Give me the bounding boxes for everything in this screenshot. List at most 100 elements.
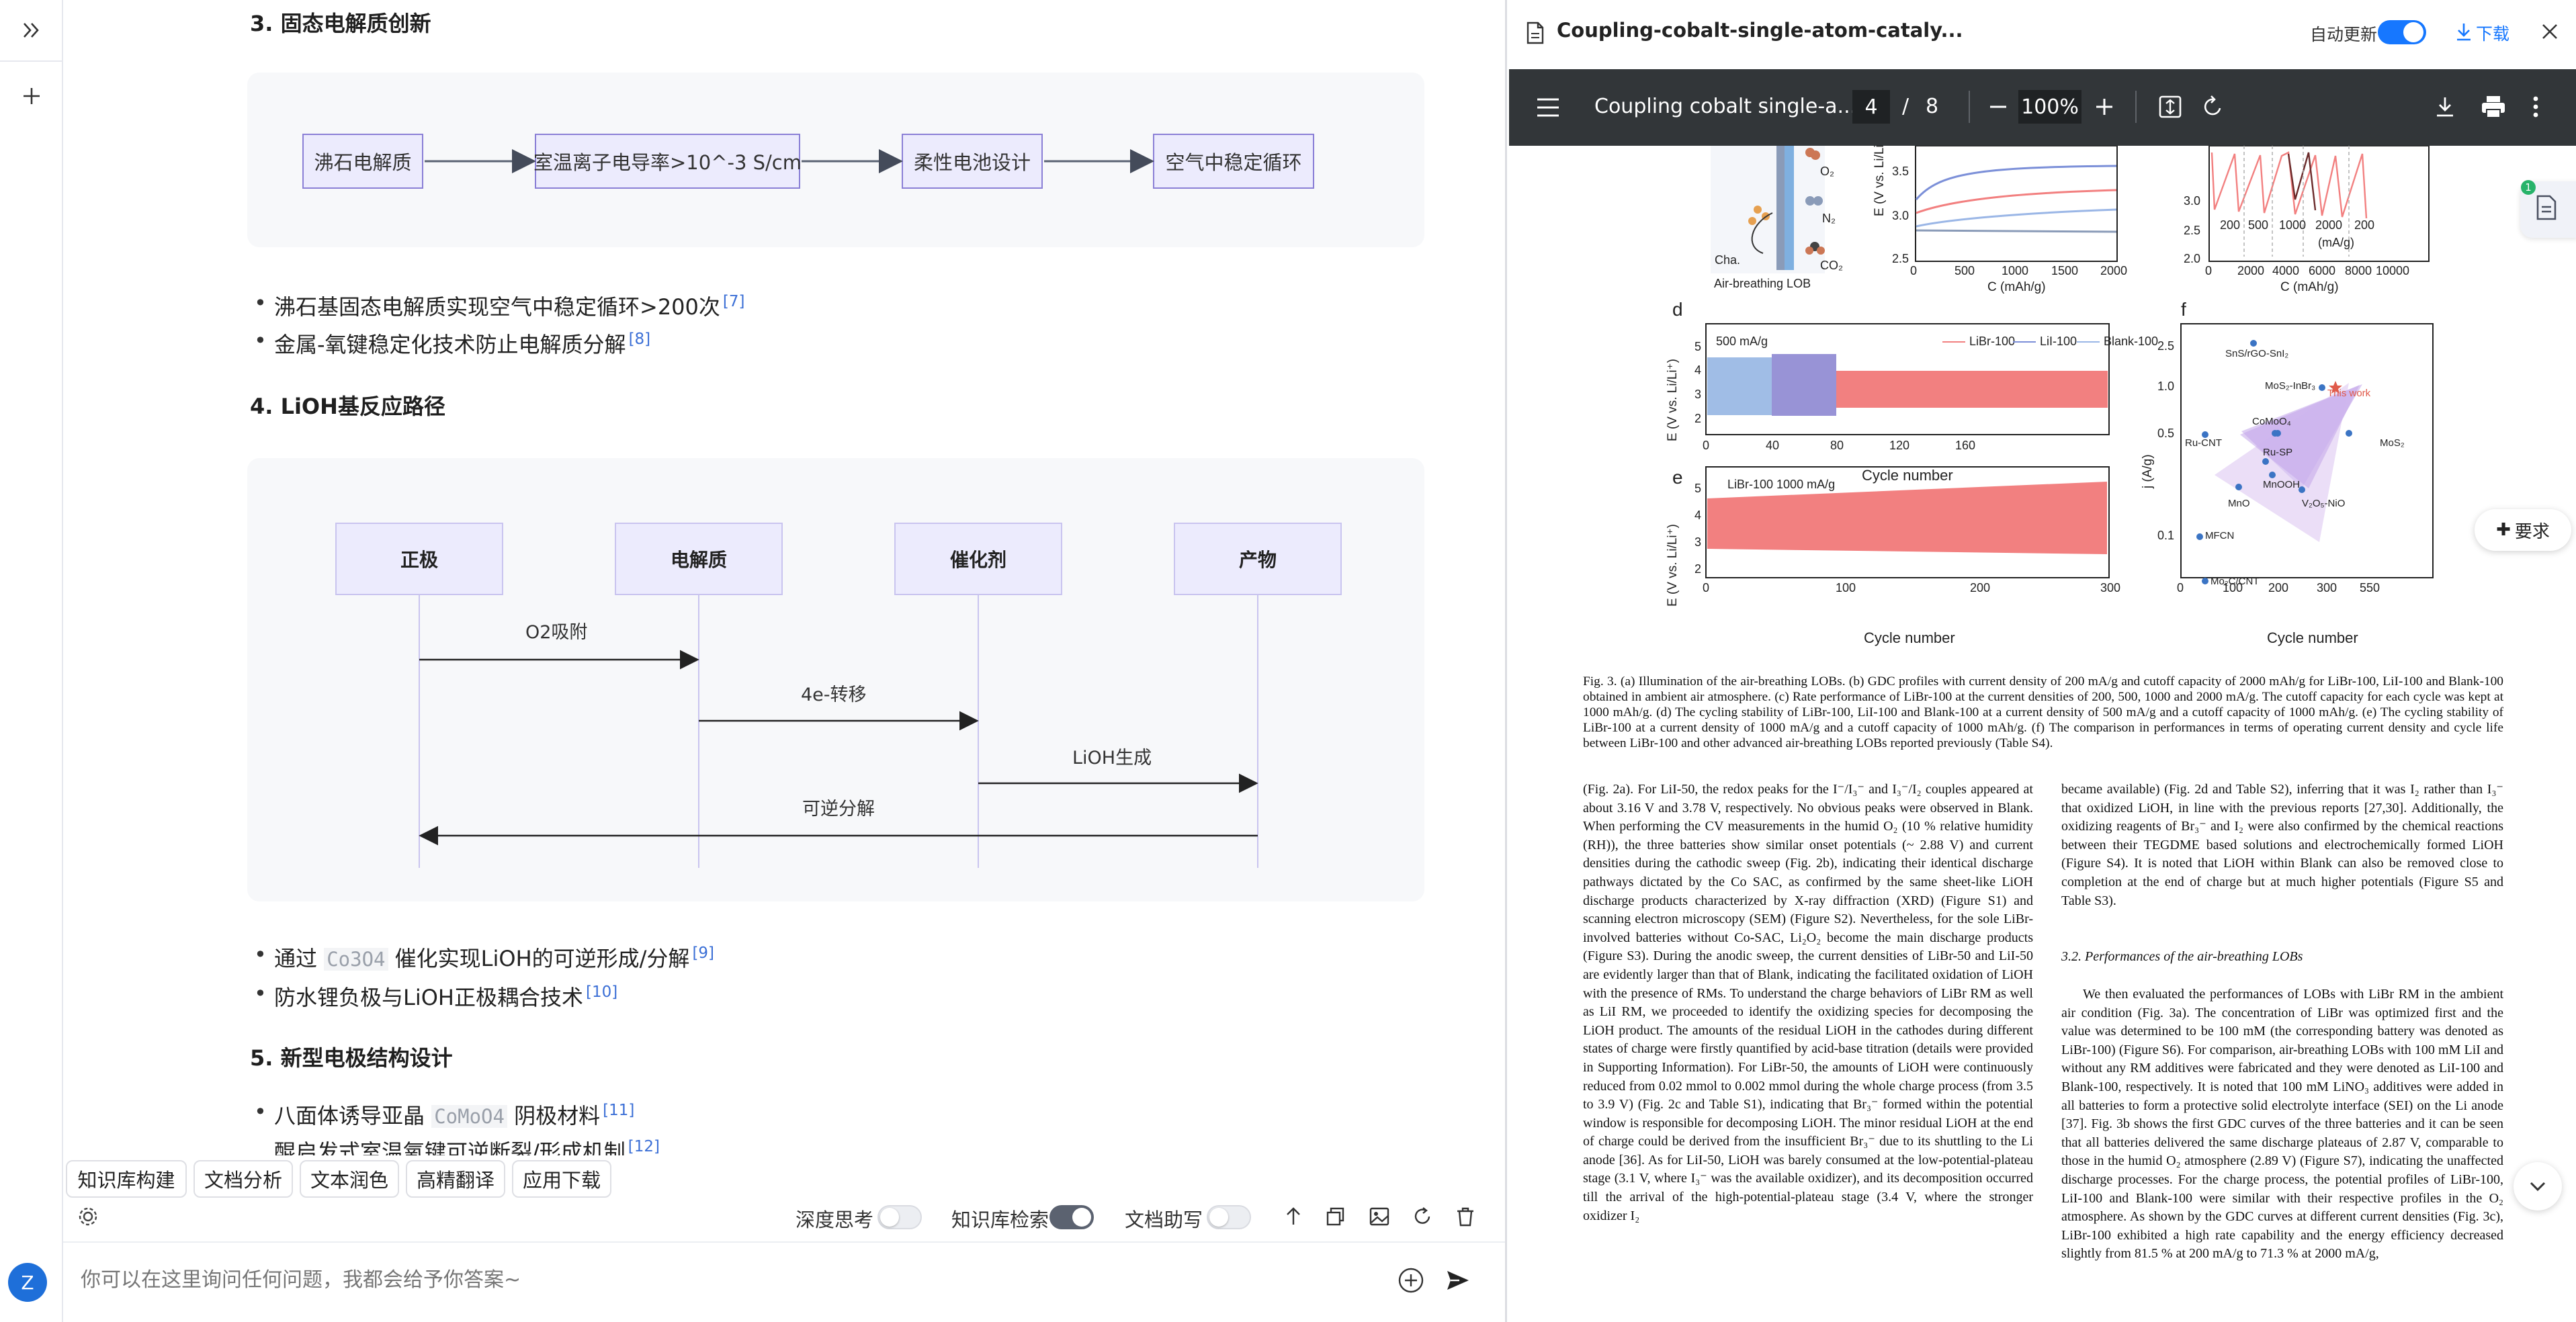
zoom-level[interactable]: 100% bbox=[2018, 90, 2081, 124]
e-ytick: 4 bbox=[1694, 509, 1702, 522]
b-xtick: 2000 bbox=[2100, 264, 2128, 277]
label-co2: CO₂ bbox=[1820, 259, 1843, 272]
pdf-page: O₂ N₂ CO₂ Cha. Air-breathing LOB E (V vs… bbox=[1509, 146, 2576, 1322]
rotate-icon[interactable] bbox=[2201, 95, 2225, 119]
toggle-label-deep-think: 深度思考 bbox=[796, 1208, 874, 1231]
c-xtick: 4000 bbox=[2272, 264, 2300, 277]
download-icon[interactable] bbox=[2454, 21, 2473, 42]
close-icon[interactable] bbox=[2540, 21, 2560, 42]
d-legend-lii: LiI-100 bbox=[2013, 335, 2077, 349]
left-rail: Z bbox=[0, 0, 63, 1322]
citation-link[interactable]: [11] bbox=[603, 1102, 635, 1120]
f-ytick: 0.1 bbox=[2157, 529, 2175, 542]
double-chevron-right-icon[interactable] bbox=[13, 12, 50, 48]
pdf-title: Coupling cobalt single-a... bbox=[1594, 95, 1857, 118]
flow-node-4: 空气中稳定循环 bbox=[1153, 134, 1314, 189]
section-heading-4: 4. LiOH基反应路径 bbox=[250, 394, 445, 419]
request-button[interactable]: ✚要求 bbox=[2475, 509, 2571, 551]
more-vert-icon[interactable] bbox=[2530, 95, 2541, 119]
page-separator: / bbox=[1902, 95, 1909, 118]
sequence-lines bbox=[419, 591, 1258, 868]
send-icon[interactable] bbox=[1445, 1267, 1471, 1294]
d-xtick: 80 bbox=[1830, 439, 1844, 452]
label-n2: N₂ bbox=[1822, 212, 1836, 225]
body-column-left: (Fig. 2a). For LiI-50, the redox peaks f… bbox=[1583, 782, 2033, 1223]
page-number-input[interactable]: 4 bbox=[1852, 90, 1890, 124]
e-xlabel: Cycle number bbox=[1864, 629, 1955, 646]
menu-icon[interactable] bbox=[1536, 96, 1560, 119]
auto-update-toggle[interactable] bbox=[2378, 20, 2426, 44]
chip-polish[interactable]: 文本润色 bbox=[300, 1160, 399, 1198]
chip-doc-analysis[interactable]: 文档分析 bbox=[194, 1160, 293, 1198]
deep-think-toggle[interactable] bbox=[877, 1205, 922, 1229]
chip-knowledge-build[interactable]: 知识库构建 bbox=[66, 1160, 187, 1198]
flow-node-1: 沸石电解质 bbox=[302, 134, 423, 189]
toggle-label-kb-search: 知识库检索 bbox=[951, 1208, 1049, 1231]
chip-app-download[interactable]: 应用下载 bbox=[512, 1160, 611, 1198]
e-label: LiBr-100 1000 mA/g bbox=[1727, 478, 1836, 491]
citation-link[interactable]: [9] bbox=[692, 944, 715, 963]
message-label: O2吸附 bbox=[525, 622, 588, 643]
screenshot-icon[interactable] bbox=[1325, 1205, 1348, 1228]
d-ylabel: E (V vs. Li/Li⁺) bbox=[1666, 359, 1680, 441]
panel-e-letter: e bbox=[1672, 467, 1683, 488]
settings-icon[interactable] bbox=[77, 1205, 99, 1228]
e-ylabel: E (V vs. Li/Li⁺) bbox=[1666, 524, 1680, 607]
label-air-breathing: Air-breathing LOB bbox=[1714, 277, 1811, 290]
b-xlabel: C (mAh/g) bbox=[1987, 280, 2046, 294]
citation-link[interactable]: [10] bbox=[585, 983, 618, 1002]
message-label: LiOH生成 bbox=[1072, 748, 1152, 768]
f-ytick: 0.5 bbox=[2157, 427, 2175, 440]
page-total: 8 bbox=[1926, 95, 1939, 118]
e-ytick: 3 bbox=[1694, 535, 1702, 549]
f-xlabel: Cycle number bbox=[2267, 629, 2358, 646]
zoom-in-icon[interactable] bbox=[2094, 96, 2115, 118]
d-ytick: 4 bbox=[1694, 363, 1702, 377]
list-item: 沸石基固态电解质实现空气中稳定循环>200次[7] bbox=[254, 290, 745, 321]
document-panel: Coupling-cobalt-single-atom-cataly... 自动… bbox=[1505, 0, 2576, 1322]
flow-arrows bbox=[425, 149, 1154, 173]
add-circle-icon[interactable] bbox=[1398, 1267, 1424, 1294]
f-xtick: 0 bbox=[2177, 581, 2184, 594]
chip-translate[interactable]: 高精翻译 bbox=[406, 1160, 505, 1198]
image-icon[interactable] bbox=[1368, 1205, 1391, 1228]
body-column-right-top: became available) (Fig. 2d and Table S2)… bbox=[2061, 782, 2503, 908]
f-point-label: MoS₂ bbox=[2380, 437, 2405, 449]
arrow-up-icon[interactable] bbox=[1282, 1205, 1305, 1228]
citation-link[interactable]: [12] bbox=[628, 1138, 660, 1155]
c-xtick: 10000 bbox=[2376, 264, 2410, 277]
doc-assist-toggle[interactable] bbox=[1207, 1205, 1251, 1229]
print-icon[interactable] bbox=[2481, 95, 2506, 119]
b-ytick: 2.5 bbox=[1892, 252, 1909, 265]
c-rate: 2000 bbox=[2315, 218, 2343, 232]
d-legend-libr: LiBr-100 bbox=[1942, 335, 2015, 349]
lane-catalyst: 催化剂 bbox=[894, 523, 1062, 595]
input-divider bbox=[63, 1241, 1505, 1243]
fit-page-icon[interactable] bbox=[2158, 95, 2182, 119]
c-ytick: 3.0 bbox=[2184, 194, 2201, 208]
zoom-out-icon[interactable] bbox=[1987, 96, 2009, 118]
d-ytick: 5 bbox=[1694, 340, 1702, 353]
citation-link[interactable]: [8] bbox=[628, 330, 651, 349]
flowchart-card: 沸石电解质 室温离子电导率>10^-3 S/cm 柔性电池设计 空气中稳定循环 bbox=[247, 73, 1424, 247]
f-xtick: 550 bbox=[2360, 581, 2380, 594]
kb-search-toggle[interactable] bbox=[1049, 1205, 1094, 1229]
plus-icon[interactable] bbox=[13, 78, 50, 114]
f-point-label: This work bbox=[2327, 388, 2371, 399]
document-icon bbox=[1526, 21, 1545, 44]
section-heading-3: 3. 固态电解质创新 bbox=[250, 11, 431, 36]
flow-node-2: 室温离子电导率>10^-3 S/cm bbox=[533, 134, 802, 189]
f-xtick: 200 bbox=[2268, 581, 2289, 594]
avatar[interactable]: Z bbox=[8, 1263, 47, 1302]
scroll-down-button[interactable] bbox=[2514, 1162, 2562, 1210]
refresh-icon[interactable] bbox=[1411, 1205, 1434, 1228]
download-link[interactable]: 下载 bbox=[2476, 24, 2510, 44]
lane-electrolyte: 电解质 bbox=[615, 523, 783, 595]
pdf-download-icon[interactable] bbox=[2434, 95, 2456, 119]
trash-icon[interactable] bbox=[1454, 1205, 1477, 1228]
d-xtick: 120 bbox=[1889, 439, 1910, 452]
sequence-diagram-card: 正极 电解质 催化剂 产物 O2吸附 4e-转移 LiOH生成 可逆分解 bbox=[247, 458, 1424, 901]
chat-input[interactable] bbox=[81, 1256, 1357, 1303]
d-xtick: 0 bbox=[1703, 439, 1710, 452]
citation-link[interactable]: [7] bbox=[722, 293, 745, 311]
